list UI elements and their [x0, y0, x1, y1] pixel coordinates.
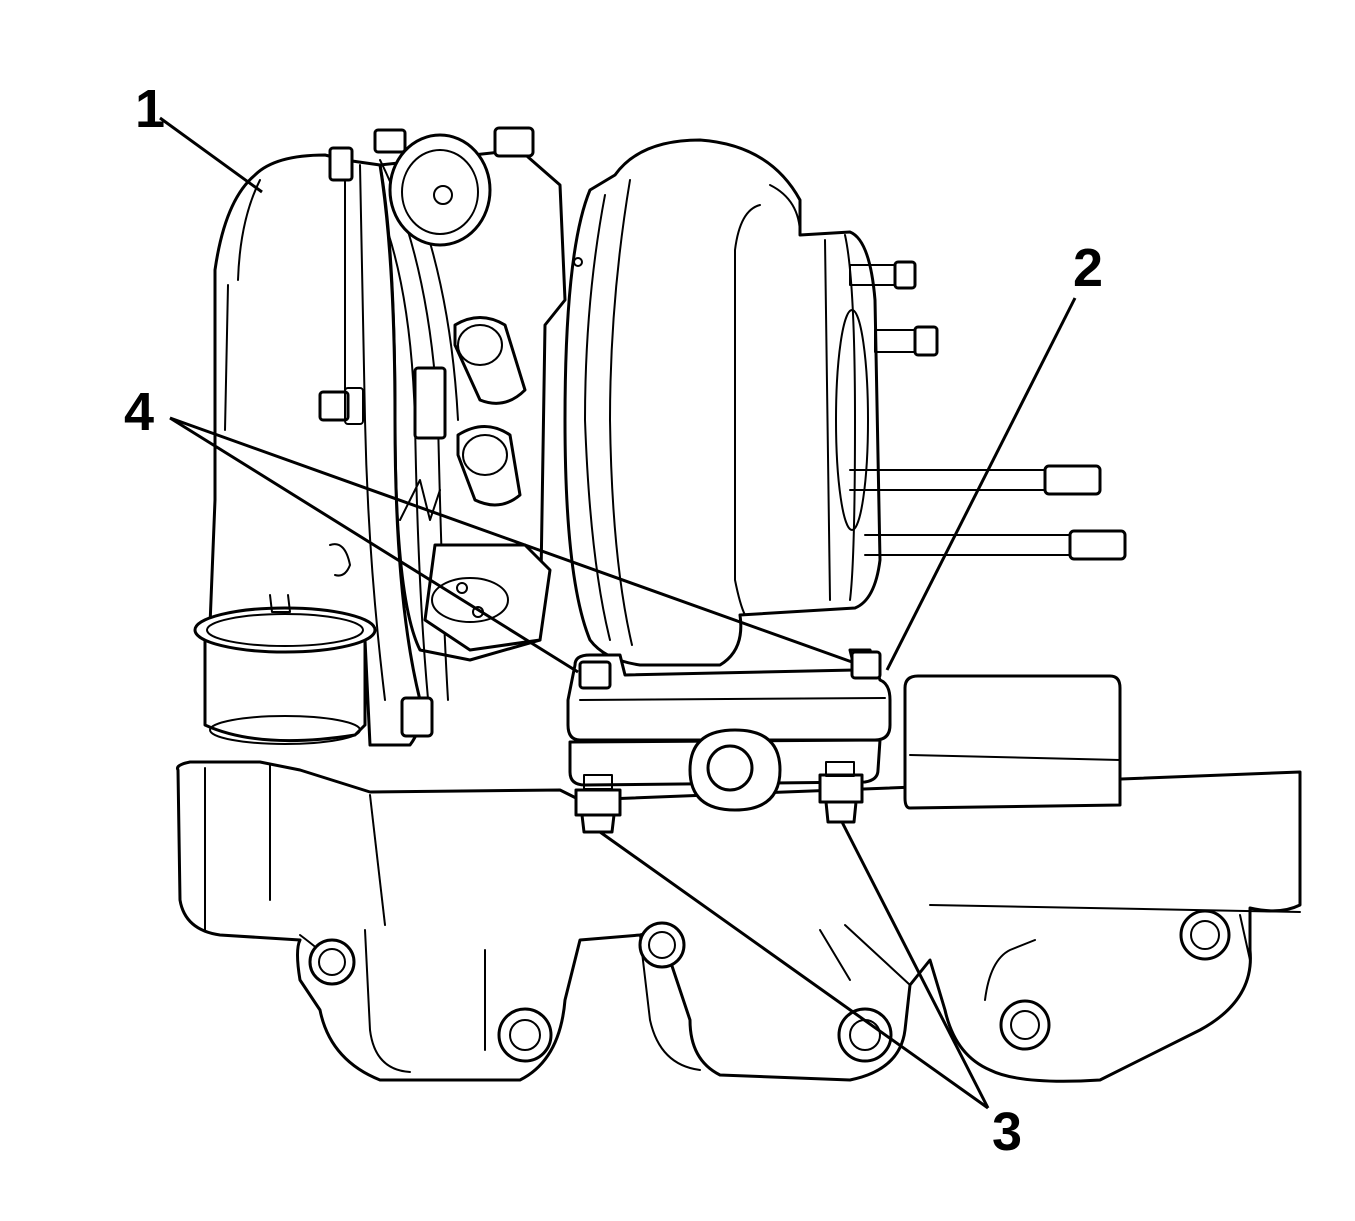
housing-bolt: [328, 146, 354, 182]
turbocharger-bracket: [566, 648, 892, 812]
manifold-bolt-hole: [638, 921, 686, 969]
bracket-nut: [574, 774, 622, 834]
oil-port: [456, 425, 522, 507]
callout-2: 2: [1073, 238, 1103, 298]
bracket-bolt: [578, 660, 612, 690]
stud: [849, 464, 1102, 496]
compressor-outlet: [193, 594, 377, 745]
bracket-nut: [818, 761, 864, 824]
leader-line-3b: [840, 821, 990, 1109]
manifold-bolt-hole: [999, 999, 1051, 1051]
leader-line-2: [885, 297, 1077, 671]
center-housing: [359, 126, 567, 721]
leader-line-1: [159, 116, 263, 194]
oil-port: [453, 316, 527, 405]
stud: [849, 260, 917, 290]
leader-line-4a: [169, 416, 579, 674]
manifold-bolt-hole: [1179, 909, 1231, 961]
turbine-housing: [563, 138, 1127, 667]
leader-line-3a: [599, 830, 989, 1110]
leader-lines: [159, 116, 1077, 1110]
housing-bolt: [318, 387, 364, 425]
stud: [874, 325, 939, 357]
callout-1: 1: [135, 79, 165, 139]
callout-4: 4: [124, 382, 154, 442]
manifold-bolt-hole: [837, 1007, 893, 1063]
callout-3: 3: [992, 1102, 1022, 1162]
leader-line-4b: [169, 416, 853, 664]
oil-port: [388, 133, 492, 247]
exhaust-manifold: [176, 674, 1302, 1083]
compressor-housing: [193, 146, 434, 747]
housing-bolt: [400, 696, 434, 738]
stud: [864, 529, 1127, 561]
bracket-bolt: [850, 650, 882, 680]
manifold-bolt-hole: [497, 1007, 553, 1063]
manifold-bolt-hole: [308, 938, 356, 986]
